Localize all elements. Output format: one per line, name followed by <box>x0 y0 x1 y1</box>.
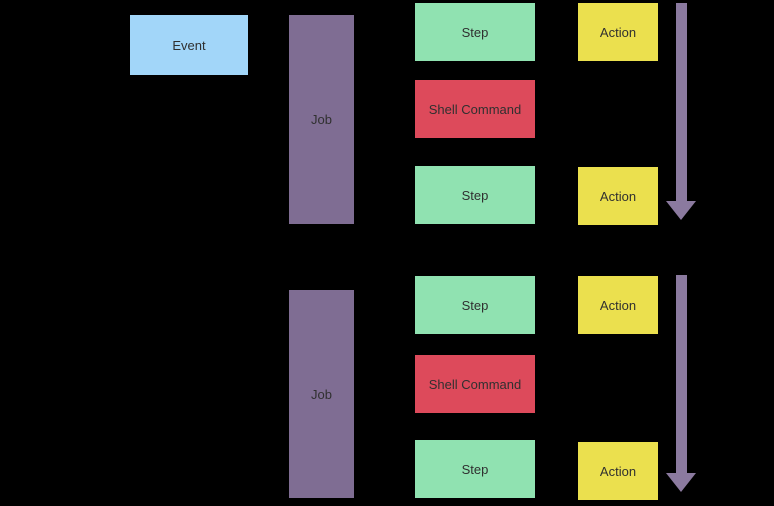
action-node: Action <box>578 3 658 61</box>
step-node: Step <box>415 276 535 334</box>
step-node: Step <box>415 440 535 498</box>
flow-arrow-down-1 <box>666 3 696 220</box>
flow-arrow-down-2 <box>666 275 696 492</box>
shell-command-node: Shell Command <box>415 80 535 138</box>
arrow-stem <box>675 3 687 201</box>
job-node-2: Job <box>289 290 354 498</box>
arrow-down-icon <box>666 473 696 492</box>
arrow-stem <box>675 275 687 473</box>
job-node-1: Job <box>289 15 354 224</box>
step-node: Step <box>415 3 535 61</box>
step-node: Step <box>415 166 535 224</box>
action-node: Action <box>578 442 658 500</box>
arrow-down-icon <box>666 201 696 220</box>
action-node: Action <box>578 167 658 225</box>
action-node: Action <box>578 276 658 334</box>
event-node: Event <box>130 15 248 75</box>
shell-command-node: Shell Command <box>415 355 535 413</box>
